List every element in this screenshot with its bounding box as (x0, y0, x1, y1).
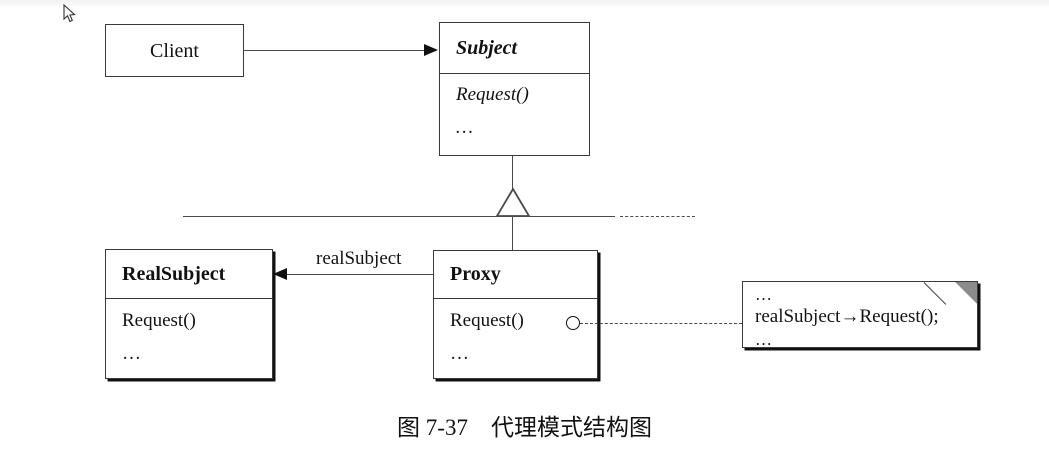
class-name-subject-text: Subject (456, 36, 518, 59)
class-name-real-subject: RealSubject (106, 250, 272, 298)
class-name-client: Client (106, 25, 243, 78)
generalization-bar-solid (183, 216, 615, 217)
top-gradient-band (0, 0, 1049, 9)
class-members-proxy: Request() … (434, 311, 597, 363)
class-members-subject: Request() … (440, 85, 589, 137)
member-subject-ellipsis: … (456, 117, 474, 138)
class-name-client-text: Client (150, 40, 199, 62)
class-box-subject[interactable]: Subject Request() … (439, 22, 590, 156)
class-name-real-subject-text: RealSubject (122, 262, 226, 285)
note-content: … realSubject→Request(); … (755, 286, 969, 349)
generalization-bar-dashed (620, 216, 695, 217)
note-anchor-circle-icon (566, 316, 580, 330)
member-proxy-request: Request() (450, 310, 524, 331)
edge-client-to-subject-line (244, 50, 425, 51)
edge-label-real-subject: realSubject (316, 248, 402, 269)
class-divider-proxy (434, 298, 597, 299)
edge-proxy-to-real-subject-arrowhead (273, 268, 287, 280)
note-line-2: … (755, 329, 773, 349)
member-real-subject-ellipsis: … (122, 343, 142, 364)
member-real-subject-request: Request() (122, 310, 196, 331)
class-box-real-subject[interactable]: RealSubject Request() … (105, 249, 273, 379)
class-box-proxy[interactable]: Proxy Request() … (433, 250, 598, 379)
class-members-real-subject: Request() … (106, 311, 272, 363)
figure-caption: 图 7-37 代理模式结构图 (397, 415, 652, 440)
note-box[interactable]: … realSubject→Request(); … (742, 281, 978, 348)
generalization-stub-upper (512, 156, 513, 190)
edge-proxy-to-real-subject-line (287, 274, 433, 275)
note-line-1: realSubject→Request(); (755, 305, 939, 327)
inheritance-triangle-icon (495, 187, 531, 217)
mouse-cursor-icon (63, 4, 76, 23)
member-subject-request: Request() (456, 84, 529, 105)
class-name-subject: Subject (440, 23, 589, 73)
class-name-proxy: Proxy (434, 251, 597, 298)
class-divider-subject (440, 73, 589, 74)
note-fold-paper (955, 282, 977, 304)
note-anchor-dashed-line (580, 323, 742, 324)
edge-client-to-subject-arrowhead (424, 44, 438, 56)
class-name-proxy-text: Proxy (450, 263, 501, 285)
note-line-0: … (755, 285, 773, 304)
generalization-stub-lower (512, 216, 513, 251)
class-box-client[interactable]: Client (105, 24, 244, 77)
member-proxy-ellipsis: … (450, 343, 470, 364)
class-divider-real-subject (106, 298, 272, 299)
